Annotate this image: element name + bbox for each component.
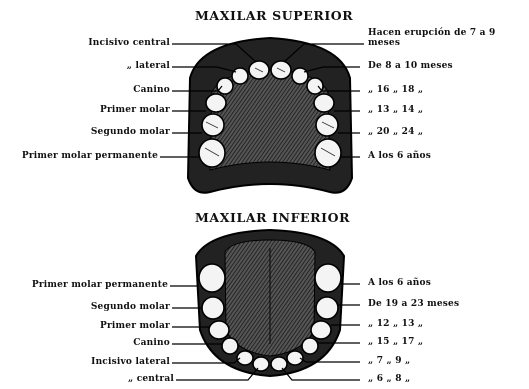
- upper-eruption-canino: „ 16 „ 18 „: [368, 85, 423, 95]
- upper-eruption-molar-permanente: A los 6 años: [368, 151, 431, 161]
- upper-eruption-lateral: De 8 a 10 meses: [368, 61, 453, 71]
- lower-label-primer-molar: Primer molar: [100, 321, 170, 331]
- lower-jaw-drawing: [196, 230, 344, 376]
- upper-jaw-drawing: [188, 38, 352, 193]
- lower-label-primer-molar-permanente: Primer molar permanente: [32, 280, 168, 290]
- lower-eruption-molar-permanente: A los 6 años: [368, 278, 431, 288]
- upper-label-incisivo-lateral: „ lateral: [127, 61, 170, 71]
- upper-label-canino: Canino: [133, 85, 170, 95]
- upper-eruption-central-line1: Hacen erupción de 7 a 9: [368, 28, 495, 38]
- upper-label-primer-molar-permanente: Primer molar permanente: [22, 151, 158, 161]
- upper-eruption-segundo-molar: „ 20 „ 24 „: [368, 127, 423, 137]
- lower-label-segundo-molar: Segundo molar: [91, 302, 170, 312]
- upper-eruption-primer-molar: „ 13 „ 14 „: [368, 105, 423, 115]
- lower-jaw-title: MAXILAR INFERIOR: [195, 210, 350, 225]
- upper-label-primer-molar: Primer molar: [100, 105, 170, 115]
- upper-eruption-central-line2: meses: [368, 38, 400, 48]
- lower-label-canino: Canino: [133, 338, 170, 348]
- upper-label-segundo-molar: Segundo molar: [91, 127, 170, 137]
- lower-label-incisivo-central: „ central: [128, 374, 174, 384]
- lower-label-incisivo-lateral: Incisivo lateral: [91, 357, 170, 367]
- lower-eruption-segundo-molar: De 19 a 23 meses: [368, 299, 459, 309]
- upper-jaw-title: MAXILAR SUPERIOR: [195, 8, 353, 23]
- upper-label-incisivo-central: Incisivo central: [88, 38, 170, 48]
- lower-eruption-primer-molar: „ 12 „ 13 „: [368, 319, 423, 329]
- lower-eruption-incisivo-lateral: „ 7 „ 9 „: [368, 356, 410, 366]
- lower-eruption-incisivo-central: „ 6 „ 8 „: [368, 374, 410, 384]
- lower-eruption-canino: „ 15 „ 17 „: [368, 337, 423, 347]
